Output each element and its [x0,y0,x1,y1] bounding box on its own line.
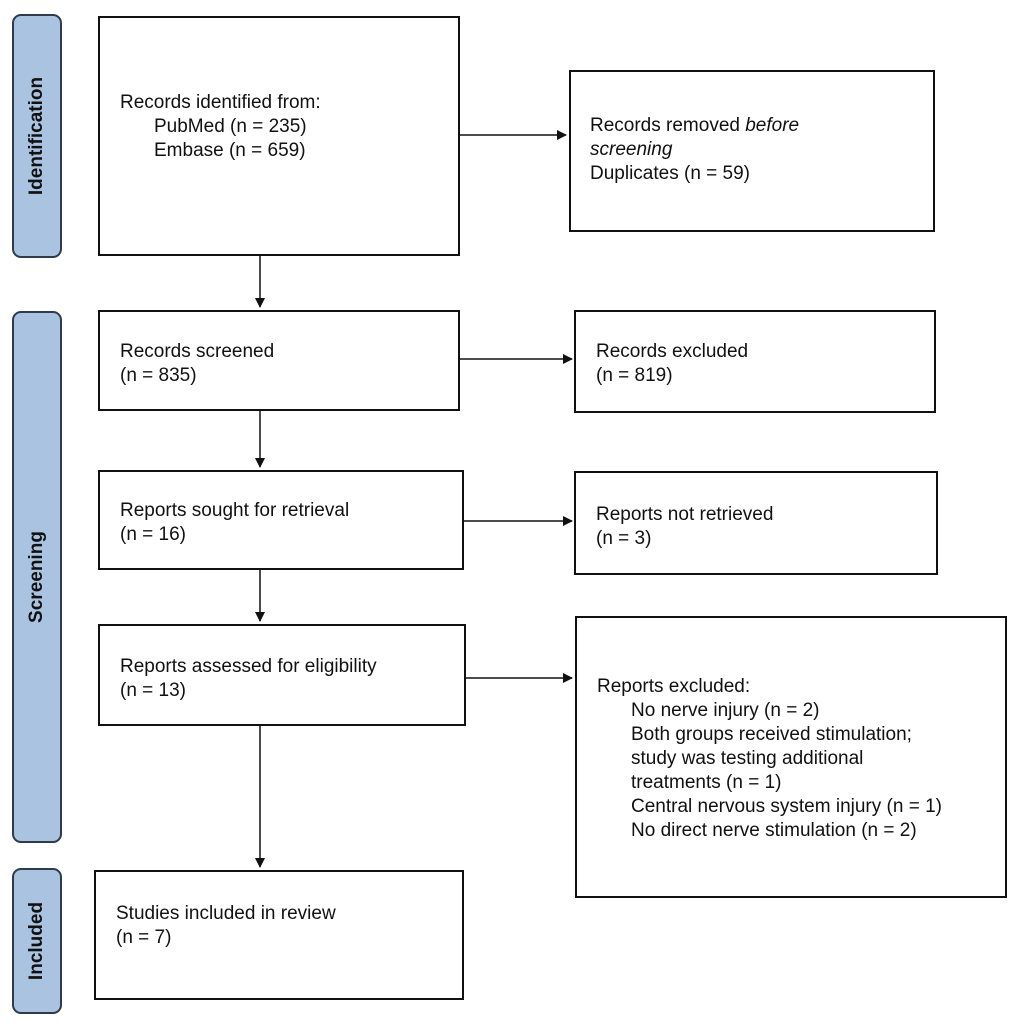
phase-screening-label: Screening [26,531,47,623]
box-records-excluded: Records excluded (n = 819) [574,310,936,413]
phase-included: Included [12,868,62,1014]
records-screened-count: (n = 835) [120,365,197,386]
phase-identification-label: Identification [26,76,47,196]
reports-excluded-item: No nerve injury (n = 2) [631,700,820,721]
box-studies-included: Studies included in review (n = 7) [94,870,464,1000]
records-removed-before: before [745,115,800,136]
reports-excluded-item: Central nervous system injury (n = 1) [631,796,942,817]
reports-sought-count: (n = 16) [120,524,187,545]
reports-excluded-title: Reports excluded: [597,676,751,697]
records-removed-prefix: Records removed [590,115,746,136]
box-reports-sought: Reports sought for retrieval (n = 16) [98,470,464,570]
phase-included-label: Included [26,901,47,981]
reports-excluded-item: Both groups received stimulation; [631,724,912,745]
reports-excluded-item: study was testing additional [631,748,864,769]
studies-included-title: Studies included in review [116,903,336,924]
studies-included-count: (n = 7) [116,927,172,948]
reports-sought-title: Reports sought for retrieval [120,500,350,521]
reports-not-retrieved-title: Reports not retrieved [596,504,774,525]
box-records-identified: Records identified from: PubMed (n = 235… [98,16,460,256]
box-records-screened: Records screened (n = 835) [98,310,460,411]
reports-not-retrieved-count: (n = 3) [596,528,652,549]
records-removed-screening: screening [590,139,673,160]
box-records-removed: Records removed before screening Duplica… [569,70,935,232]
phase-identification: Identification [12,14,62,258]
phase-screening: Screening [12,311,62,843]
records-identified-embase: Embase (n = 659) [154,140,306,161]
records-excluded-title: Records excluded [596,341,749,362]
records-removed-duplicates: Duplicates (n = 59) [590,163,750,184]
records-excluded-count: (n = 819) [596,365,673,386]
reports-assessed-title: Reports assessed for eligibility [120,656,377,677]
box-reports-excluded: Reports excluded: No nerve injury (n = 2… [575,616,1007,898]
records-identified-pubmed: PubMed (n = 235) [154,116,307,137]
records-identified-title: Records identified from: [120,92,321,113]
reports-assessed-count: (n = 13) [120,680,187,701]
box-reports-assessed: Reports assessed for eligibility (n = 13… [98,624,466,726]
prisma-flow-diagram: Identification Screening Included Record… [8,0,1014,1027]
records-screened-title: Records screened [120,341,275,362]
reports-excluded-item: treatments (n = 1) [631,772,782,793]
box-reports-not-retrieved: Reports not retrieved (n = 3) [574,471,938,575]
reports-excluded-item: No direct nerve stimulation (n = 2) [631,820,917,841]
